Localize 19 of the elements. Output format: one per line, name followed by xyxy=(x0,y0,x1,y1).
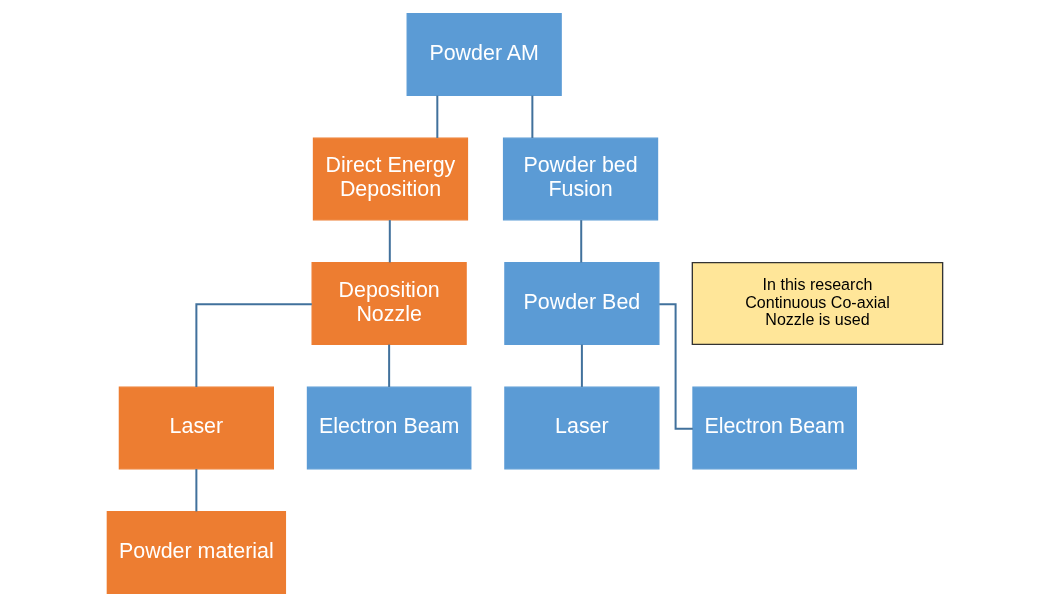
node-box: In this research Continuous Co-axial Nozzle is used xyxy=(691,262,943,345)
connector xyxy=(435,95,438,138)
node-box: Electron Beam xyxy=(306,386,471,470)
connector xyxy=(530,95,533,138)
connector xyxy=(194,469,197,512)
node-box: Powder material xyxy=(106,510,286,594)
connector xyxy=(388,220,391,263)
node-box: Deposition Nozzle xyxy=(311,262,467,345)
connector xyxy=(580,344,583,387)
node-box: Powder AM xyxy=(406,13,562,96)
node-box: Electron Beam xyxy=(691,386,857,470)
node-box: Powder Bed xyxy=(503,262,660,345)
node-box: Laser xyxy=(503,386,660,470)
node-box: Powder bed Fusion xyxy=(502,137,658,221)
node-box: Laser xyxy=(118,386,274,470)
connector xyxy=(194,303,312,388)
node-box: Direct Energy Deposition xyxy=(312,137,468,221)
connector xyxy=(387,344,390,387)
connector xyxy=(579,220,582,263)
